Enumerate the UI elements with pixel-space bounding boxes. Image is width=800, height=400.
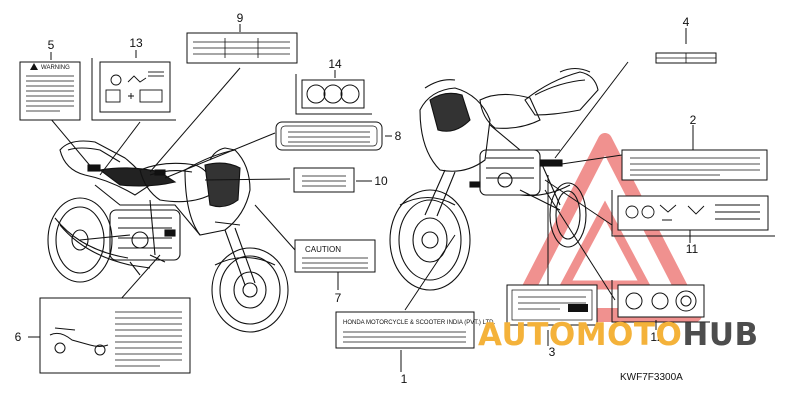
label-14-gauges [295, 74, 372, 115]
watermark-text-secondary: HUB [682, 317, 759, 353]
callout-5: 5 [48, 38, 55, 52]
label-13-pictogram [91, 58, 176, 121]
callout-9: 9 [237, 11, 244, 25]
callout-1: 1 [401, 372, 408, 386]
label-12-gauges [611, 280, 710, 323]
label-4 [655, 52, 717, 64]
callout-4: 4 [683, 15, 690, 29]
watermark-logo: AUTOMOTOHUB [478, 318, 759, 352]
callout-6: 6 [15, 330, 22, 344]
label-9 [186, 32, 298, 64]
callout-13: 13 [129, 36, 143, 50]
india-label-text: HONDA MOTORCYCLE & SCOOTER INDIA (PVT.) … [343, 320, 495, 326]
callout-2: 2 [690, 113, 697, 127]
callout-8: 8 [395, 129, 402, 143]
label-6-info [39, 297, 191, 374]
callout-10: 10 [374, 174, 388, 188]
drawing-code: KWF7F3300A [620, 372, 683, 383]
label-2 [621, 149, 768, 181]
label-5-warning: WARNING [19, 61, 81, 121]
callout-14: 14 [328, 57, 342, 71]
callout-numbers: 1 2 3 4 5 6 7 8 9 10 11 12 13 14 [15, 11, 699, 386]
caution-label-text: CAUTION [305, 245, 341, 254]
left-motorcycle-illustration [47, 140, 289, 333]
callout-11: 11 [686, 242, 699, 256]
right-motorcycle-illustration [389, 67, 599, 291]
label-11-pictogram [611, 190, 775, 237]
warning-label-text: WARNING [41, 65, 70, 71]
callout-3: 3 [549, 345, 556, 359]
label-1-manufacturer: HONDA MOTORCYCLE & SCOOTER INDIA (PVT.) … [335, 311, 495, 349]
label-7-caution: CAUTION [294, 239, 376, 273]
watermark-text-primary: AUTOMOTO [478, 317, 683, 353]
label-8 [275, 121, 383, 151]
leader-lines [28, 24, 694, 372]
callout-12: 12 [650, 330, 664, 344]
label-3 [506, 284, 598, 326]
label-10 [293, 167, 355, 193]
callout-7: 7 [335, 291, 342, 305]
